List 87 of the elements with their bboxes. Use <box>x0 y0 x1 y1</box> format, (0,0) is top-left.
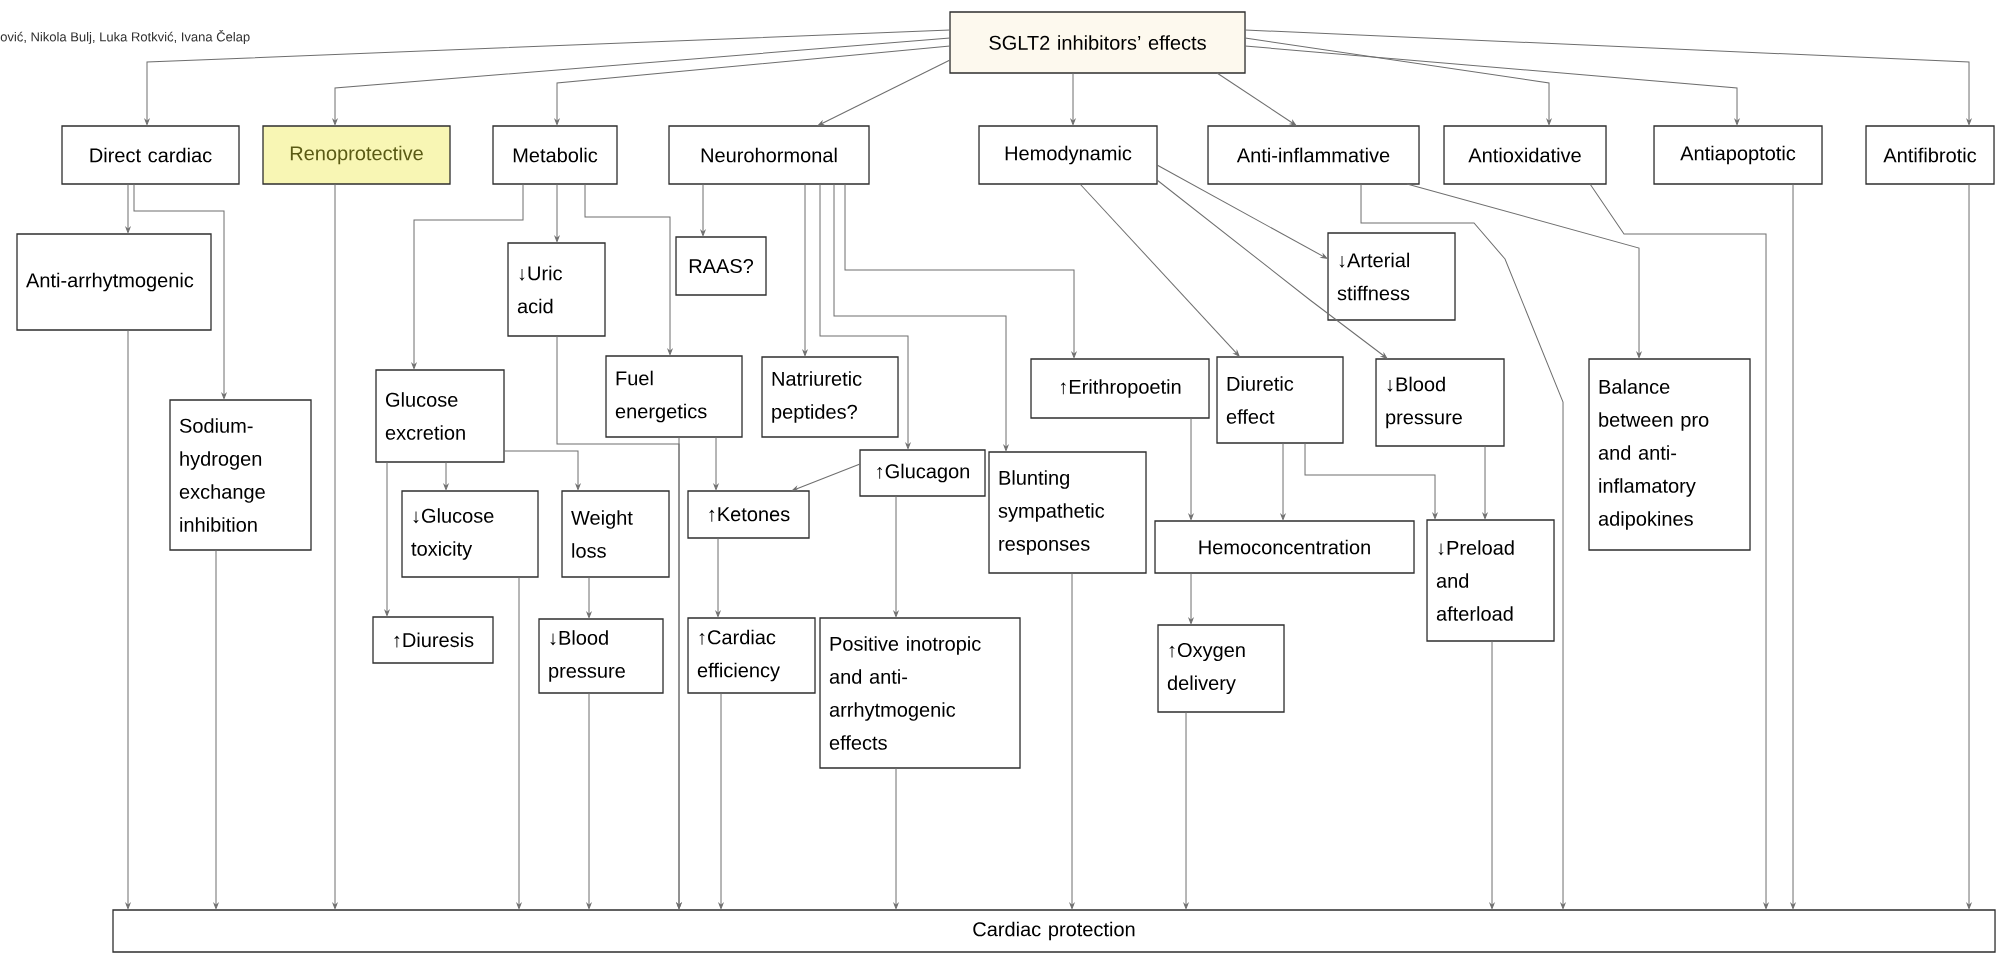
process-box: Blunting sympathetic responses <box>988 451 1147 574</box>
arrow <box>586 576 592 619</box>
process-box: Natriuretic peptides? <box>761 356 899 438</box>
process-box: ↓Arterial stiffness <box>1327 232 1456 321</box>
arrow <box>893 495 899 618</box>
process-box: RAAS? <box>675 236 767 296</box>
process-box: ↑Diuresis <box>372 616 494 664</box>
arrow <box>1482 445 1488 520</box>
arrow <box>1069 572 1075 910</box>
process-box: ↑Ketones <box>687 490 810 539</box>
process-box: ↓Glucose toxicity <box>401 490 539 578</box>
arrow <box>819 183 911 450</box>
arrow <box>893 767 899 910</box>
arrow <box>1589 183 1769 910</box>
process-box: Renoprotective <box>262 125 451 185</box>
process-box: Anti-arrhytmogenic <box>16 233 212 331</box>
arrow <box>1079 183 1240 357</box>
process-box: Direct cardiac <box>61 125 240 185</box>
arrow <box>584 183 673 356</box>
arrow <box>1360 183 1566 910</box>
arrow <box>411 183 524 370</box>
process-box: Antiapoptotic <box>1653 125 1823 185</box>
process-box: Hemoconcentration <box>1154 520 1415 574</box>
arrow <box>1216 72 1297 126</box>
arrow <box>125 329 131 910</box>
arrow <box>554 183 560 243</box>
arrow <box>817 59 951 126</box>
author-line: ović, Nikola Bulj, Luka Rotkvić, Ivana Čelap <box>0 29 250 45</box>
arrow <box>1966 183 1972 910</box>
arrow <box>1156 164 1328 259</box>
arrow <box>1183 711 1189 910</box>
arrow <box>125 183 131 234</box>
process-box: ↓Preload and afterload <box>1426 519 1555 642</box>
arrow <box>1244 29 1972 126</box>
process-box: Fuel energetics <box>605 355 743 438</box>
process-box: Metabolic <box>492 125 618 185</box>
process-box: Glucose excretion <box>375 369 505 463</box>
arrow <box>384 461 390 617</box>
arrow <box>332 183 338 910</box>
arrow <box>213 549 219 910</box>
process-box: ↓Uric acid <box>507 242 606 337</box>
arrow <box>443 461 449 491</box>
arrow <box>713 436 719 491</box>
arrow <box>844 183 1077 359</box>
arrow <box>554 45 951 126</box>
process-box: Hemodynamic <box>978 125 1158 185</box>
process-box: ↑Oxygen delivery <box>1157 624 1285 713</box>
process-box: ↓Blood pressure <box>1375 358 1505 447</box>
arrow <box>1304 442 1438 520</box>
process-box: Anti-inflammative <box>1207 125 1420 185</box>
arrow <box>516 576 522 910</box>
process-box: Antioxidative <box>1443 125 1607 185</box>
arrow <box>1280 442 1286 521</box>
arrow <box>700 183 706 237</box>
arrow <box>1244 45 1740 126</box>
arrow <box>715 537 721 618</box>
arrow <box>676 436 682 910</box>
process-box: Diuretic effect <box>1216 356 1344 444</box>
arrow <box>802 183 808 357</box>
arrow <box>1188 572 1194 625</box>
process-box: Sodium-hydrogen exchange inhibition <box>169 399 312 551</box>
process-box: ↑Erithropoetin <box>1030 358 1210 419</box>
arrow <box>1406 183 1642 359</box>
arrow <box>1489 640 1495 910</box>
arrow <box>833 183 1009 452</box>
arrow <box>503 450 581 491</box>
process-box: ↓Blood pressure <box>538 618 664 694</box>
arrow <box>1070 72 1076 126</box>
arrow <box>1244 37 1552 126</box>
root-box: SGLT2 inhibitors’ effects <box>949 11 1246 74</box>
arrow <box>133 183 227 400</box>
process-box: Neurohormonal <box>668 125 870 185</box>
arrow <box>144 29 951 126</box>
arrow <box>1156 179 1388 359</box>
outcome-bar: Cardiac protection <box>112 909 1996 953</box>
arrow <box>791 463 861 491</box>
arrow <box>718 692 724 910</box>
process-box: Balance between pro and anti-inflamatory adipokines <box>1588 358 1751 551</box>
process-box: Positive inotropic and anti-arrhytmogenic effects <box>819 617 1021 769</box>
process-box: Antifibrotic <box>1865 125 1995 185</box>
arrow <box>1188 417 1194 521</box>
arrow <box>586 692 592 910</box>
process-box: ↑Glucagon <box>859 449 986 497</box>
arrow <box>332 37 951 126</box>
process-box: Weight loss <box>561 490 670 578</box>
arrow <box>1790 183 1796 910</box>
process-box: ↑Cardiac efficiency <box>687 617 816 694</box>
